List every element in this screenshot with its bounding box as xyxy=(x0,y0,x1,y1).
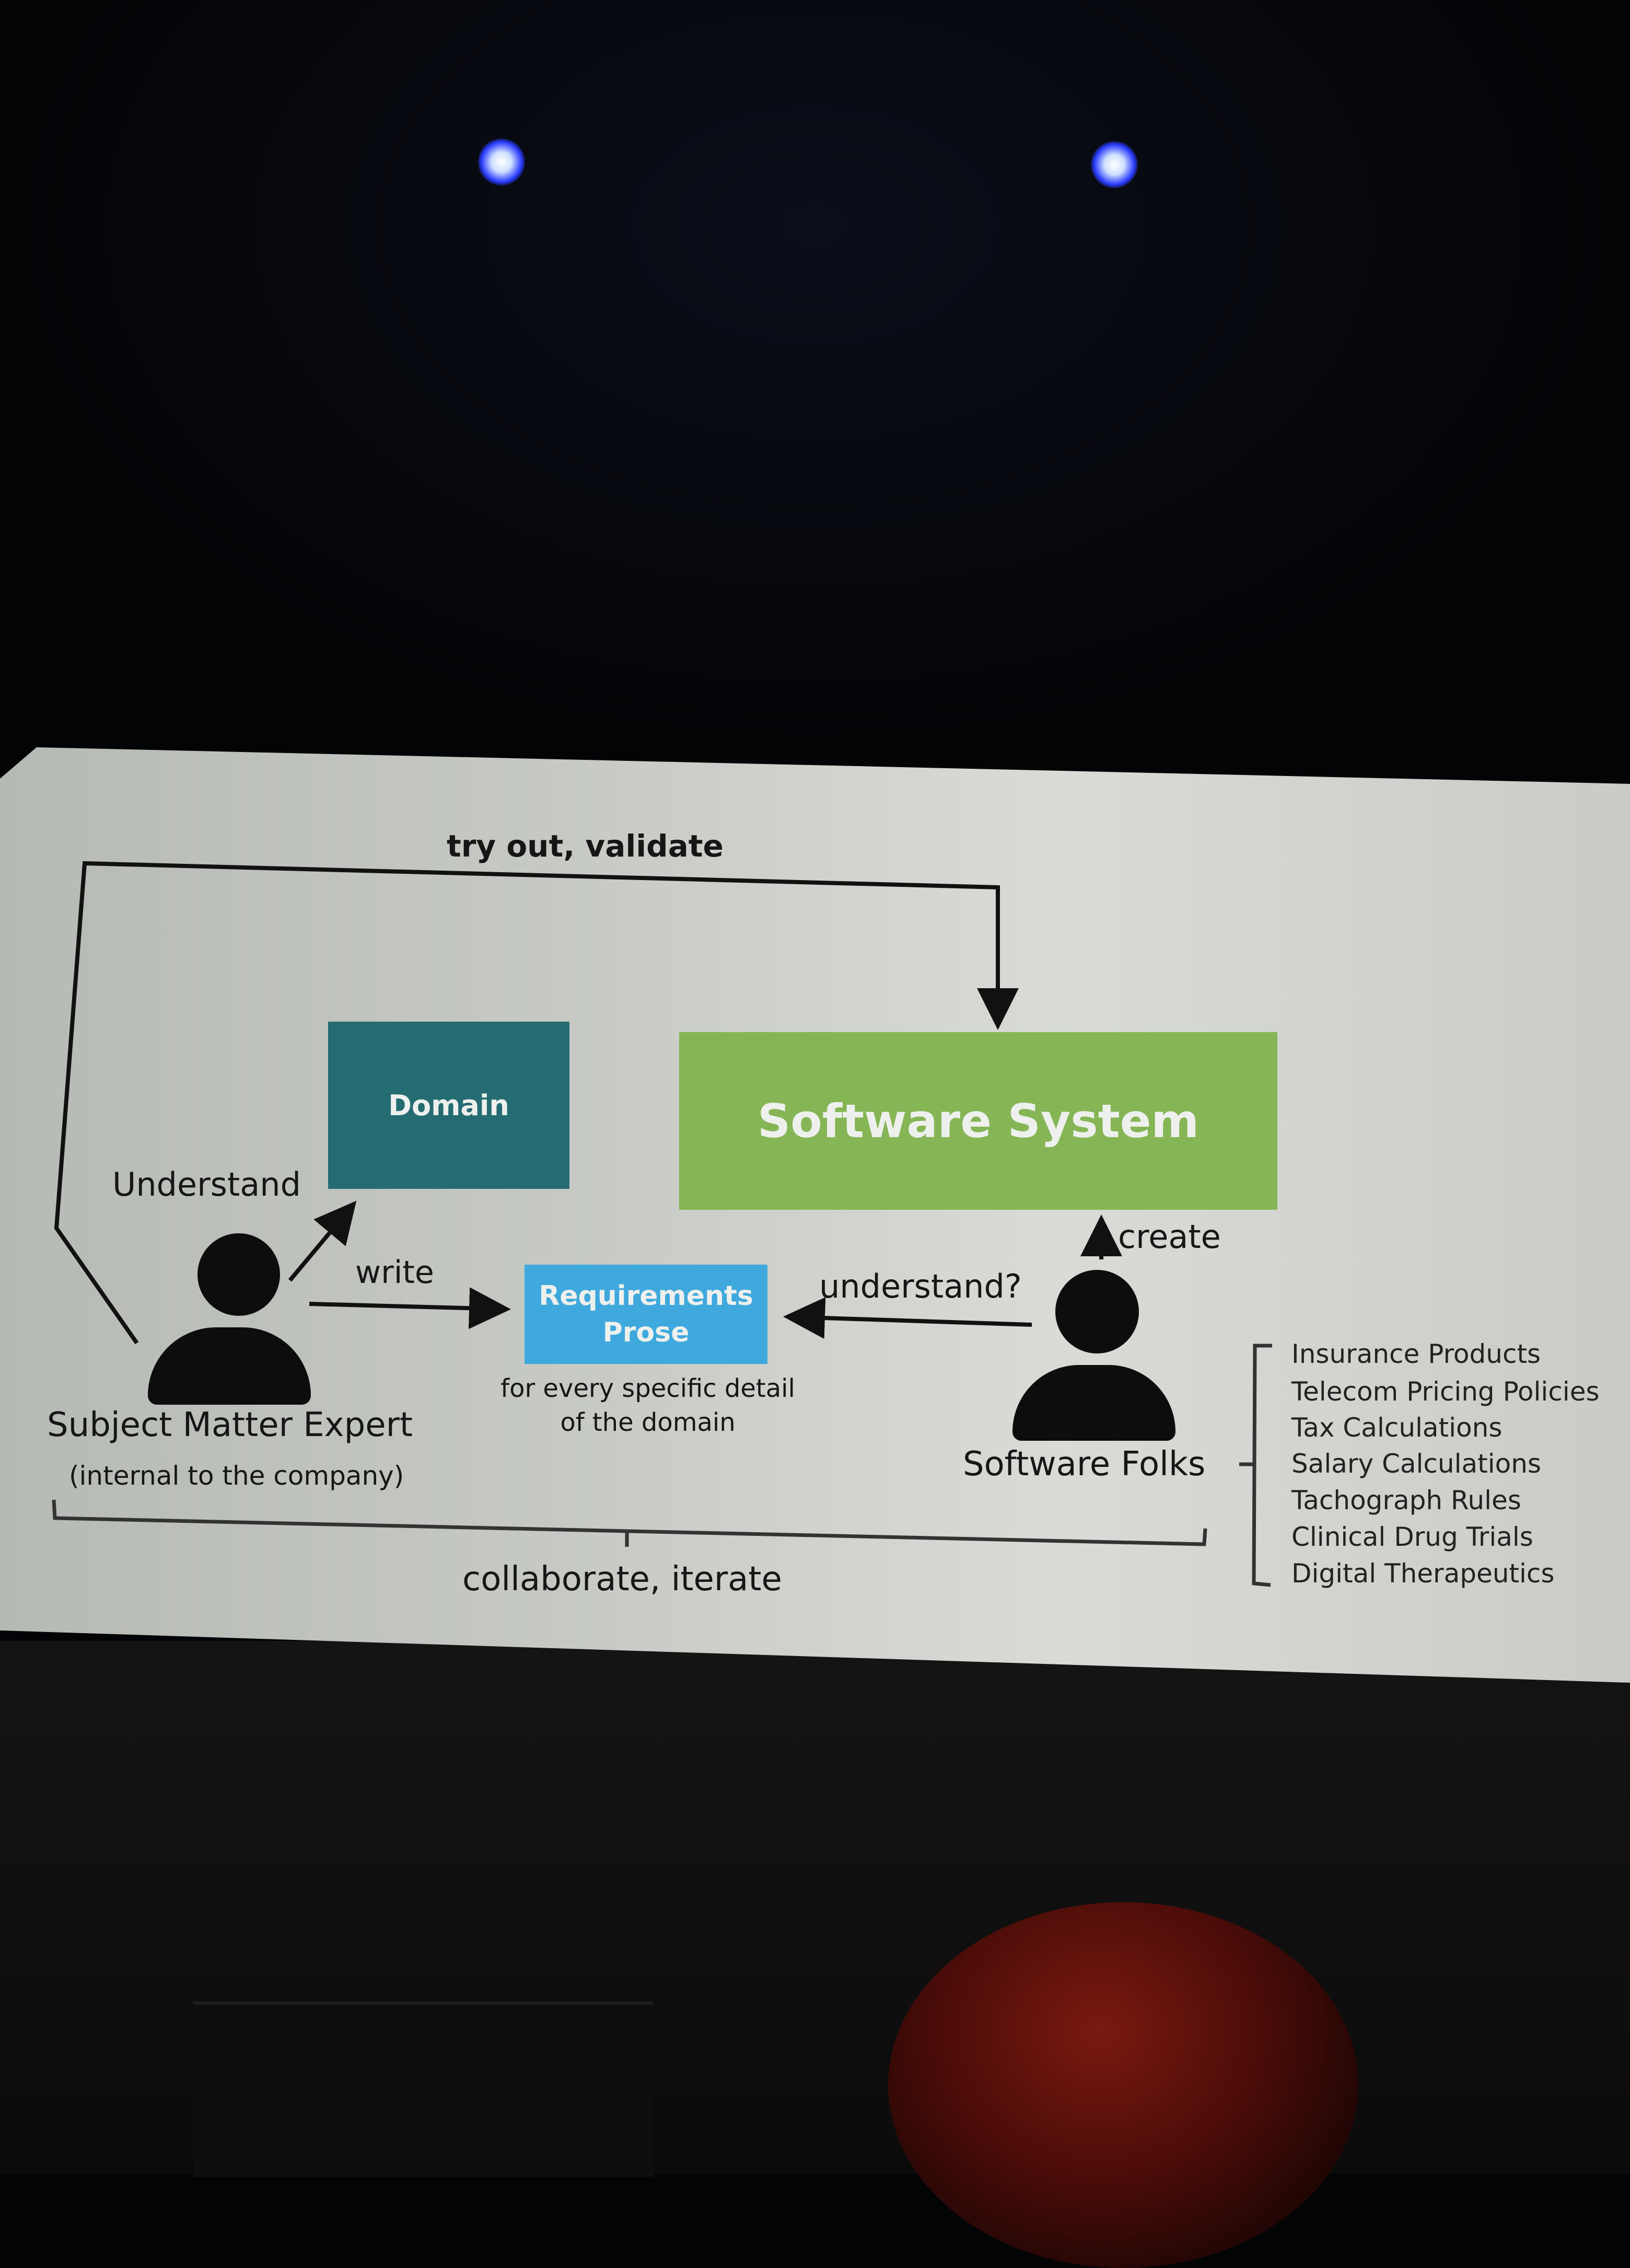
domains-list-bracket xyxy=(1252,1344,1272,1587)
understand-question-arrow xyxy=(783,1297,1032,1339)
understand-arrow xyxy=(288,1200,357,1282)
domains-list-item: Insurance Products xyxy=(1291,1339,1541,1369)
collaborate-label: collaborate, iterate xyxy=(462,1560,782,1599)
domains-list-item: Tachograph Rules xyxy=(1291,1485,1521,1515)
requirements-note-line2: of the domain xyxy=(560,1407,736,1437)
sme-subtitle: (internal to the company) xyxy=(69,1461,404,1491)
domains-list-item: Tax Calculations xyxy=(1291,1413,1503,1443)
try-out-arrow xyxy=(54,861,1019,1345)
stage-monitor xyxy=(193,2001,653,2177)
understand-label: Understand xyxy=(112,1165,301,1204)
domains-list-item: Telecom Pricing Policies xyxy=(1291,1376,1600,1407)
folks-person-body-icon xyxy=(1012,1365,1175,1441)
folks-person-head-icon xyxy=(1055,1270,1139,1353)
requirements-note: for every specific detail of the domain xyxy=(499,1372,797,1440)
software-system-label: Software System xyxy=(757,1094,1200,1148)
collaborate-bracket xyxy=(52,1499,1207,1546)
diagram-arrows xyxy=(52,861,1272,1587)
ceiling-light-left xyxy=(478,138,525,186)
sme-title: Subject Matter Expert xyxy=(47,1406,413,1444)
software-system-box: Software System xyxy=(679,1032,1277,1210)
sme-person-head-icon xyxy=(197,1233,280,1316)
requirements-label-line1: Requirements xyxy=(539,1280,753,1312)
understand-question-label: understand? xyxy=(819,1267,1022,1305)
try-out-label: try out, validate xyxy=(447,828,724,864)
ceiling-background xyxy=(0,0,1630,753)
requirements-note-line1: for every specific detail xyxy=(500,1374,795,1403)
projection-screen xyxy=(0,747,1630,1683)
domains-list-item: Salary Calculations xyxy=(1291,1449,1541,1479)
create-label: create xyxy=(1118,1218,1221,1256)
domain-box-label: Domain xyxy=(388,1089,509,1122)
ceiling-light-right xyxy=(1091,141,1138,188)
domains-list-item: Digital Therapeutics xyxy=(1291,1558,1555,1589)
requirements-label-line2: Prose xyxy=(602,1317,690,1348)
write-label: write xyxy=(355,1254,434,1291)
requirements-prose-box: Requirements Prose xyxy=(525,1265,767,1364)
domains-list-item: Clinical Drug Trials xyxy=(1291,1522,1533,1552)
write-arrow xyxy=(309,1287,511,1329)
software-folks-title: Software Folks xyxy=(963,1445,1206,1484)
domain-box: Domain xyxy=(328,1022,569,1189)
